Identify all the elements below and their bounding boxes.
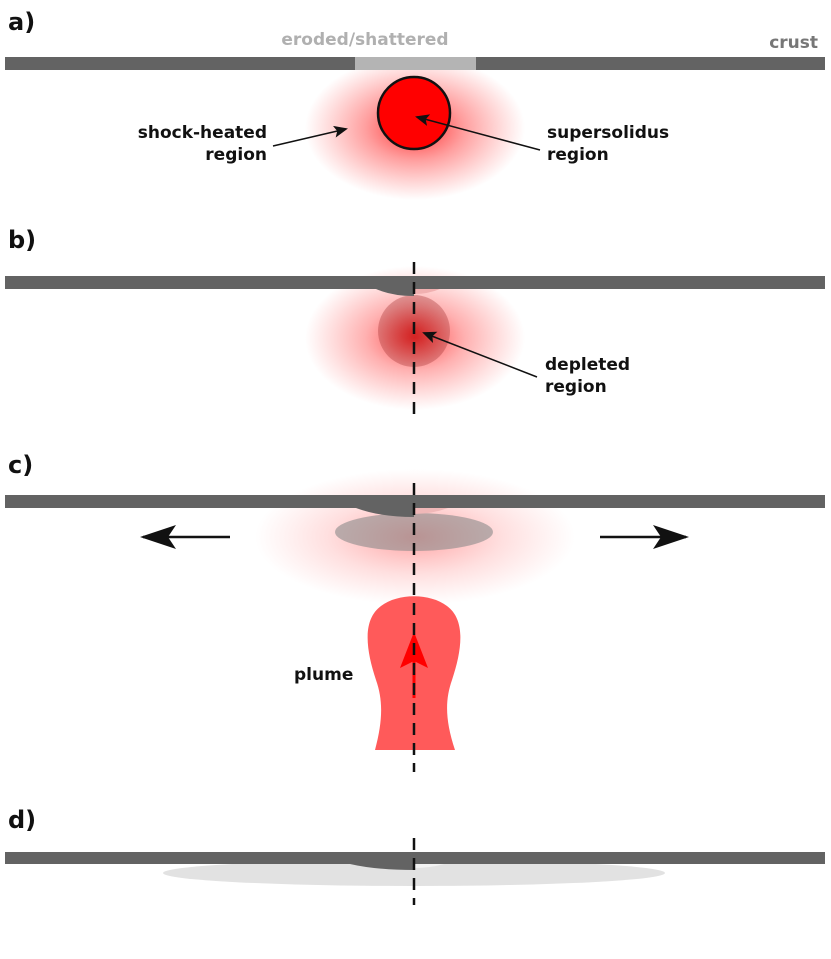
- panel-a-label: a): [8, 8, 35, 36]
- supersolidus-label-line2: region: [547, 145, 609, 165]
- spreading-arrow-left-head: [140, 525, 176, 549]
- panel-c-label: c): [8, 451, 33, 479]
- crust-label: crust: [769, 33, 818, 53]
- crust-bulge-right-d: [414, 864, 444, 868]
- supersolidus-arrow: [415, 114, 541, 151]
- depleted-label-line2: region: [545, 377, 607, 397]
- eroded-crust-segment: [355, 57, 476, 70]
- shock-heated-arrow: [272, 125, 348, 147]
- panel-a: a) eroded/shattered crust shock-heated r…: [5, 8, 825, 200]
- depleted-arrow: [422, 331, 538, 378]
- shock-heated-label-line2: region: [205, 145, 267, 165]
- crust-thickening-left-d: [350, 864, 414, 870]
- crust-thickening-left-c: [356, 508, 414, 517]
- crust-bulge-right-b: [414, 289, 440, 294]
- plume-label: plume: [294, 665, 353, 685]
- supersolidus-region: [376, 75, 452, 151]
- spreading-arrow-right-head: [653, 525, 689, 549]
- crust-layer-c: [5, 495, 825, 508]
- shock-heated-label-line1: shock-heated: [138, 123, 267, 143]
- crust-thickening-left-b: [376, 289, 414, 296]
- panel-d-label: d): [8, 806, 36, 834]
- panel-b-label: b): [8, 226, 36, 254]
- supersolidus-label-line1: supersolidus: [547, 123, 669, 143]
- eroded-label: eroded/shattered: [281, 30, 448, 50]
- depleted-label-line1: depleted: [545, 355, 630, 375]
- depleted-residue-layer: [163, 860, 665, 886]
- crust-bulge-right-c: [414, 508, 448, 514]
